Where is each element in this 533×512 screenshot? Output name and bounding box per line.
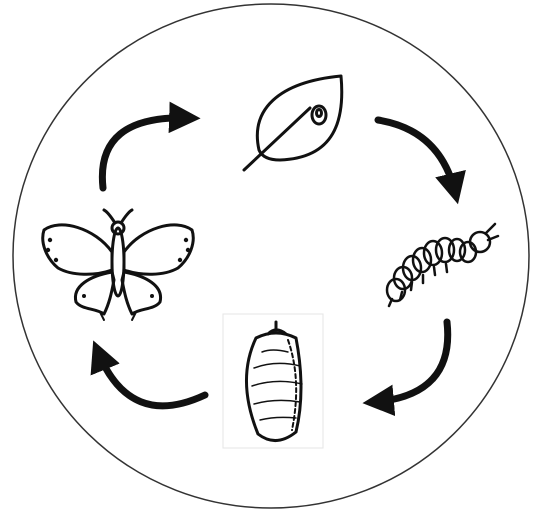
diagram-canvas [0, 0, 533, 512]
life-cycle-diagram [0, 0, 533, 512]
